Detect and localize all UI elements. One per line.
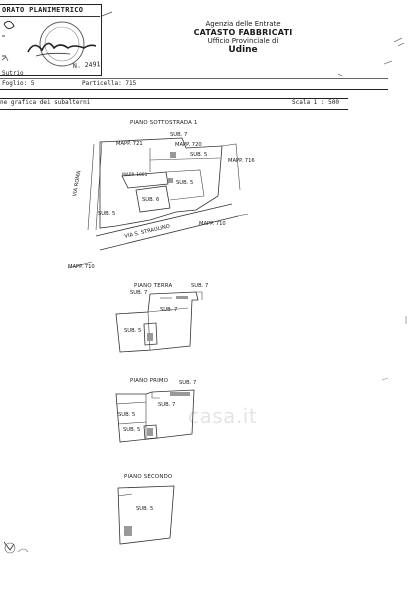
office-city: Udine xyxy=(228,45,258,56)
header-stamp-box xyxy=(0,4,102,76)
label-sub5: SUB. 5 xyxy=(190,152,208,158)
label-sub5: SUB. 5 xyxy=(124,328,142,334)
plan-title-primo: PIANO PRIMO xyxy=(130,378,169,384)
label-sub5: SUB. 5 xyxy=(136,506,154,512)
municipality: Sutrio xyxy=(2,70,24,77)
office-name: Ufficio Provinciale di xyxy=(207,37,279,46)
label-sub5: SUB. 5 xyxy=(98,211,116,217)
header-box-title: ORATO PLANIMETRICO xyxy=(2,6,84,14)
signature-stamp-graphic xyxy=(1,20,97,67)
label-mapp720: MAPP. 720 xyxy=(175,142,202,148)
header-divider xyxy=(0,16,100,17)
label-sub7: SUB. 7 xyxy=(160,307,178,313)
label-sub5: SUB. 5 xyxy=(176,180,194,186)
small-signature-mark xyxy=(3,20,15,30)
plan-title-secondo: PIANO SECONDO xyxy=(124,474,173,480)
label-mapp716: MAPP. 716 xyxy=(228,158,255,164)
label-mapp710: MAPP. 710 xyxy=(199,221,226,227)
label-sub7: SUB. 7 xyxy=(158,402,176,408)
label-sub5: SUB. 5 xyxy=(123,427,141,433)
label-mapp1061: MAPP. 1061 xyxy=(122,173,148,178)
label-mapp710: MAPP. 710 xyxy=(68,264,95,270)
plan-title-terra: PIANO TERRA xyxy=(134,283,173,289)
signature xyxy=(27,42,97,53)
section-bar: ne grafica dei subalterni Scala 1 : 500 xyxy=(0,98,348,110)
watermark: casa.it xyxy=(188,404,258,428)
label-mapp721: MAPP. 721 xyxy=(116,141,143,147)
label-sub5: SUB. 5 xyxy=(118,412,136,418)
circular-stamp xyxy=(39,21,85,67)
label-sub7: SUB. 7 xyxy=(170,132,188,138)
info-bar: Sutrio Foglio: 5 Particella: 715 xyxy=(0,70,388,90)
agency-header: Agenzia delle Entrate CATASTO FABBRICATI… xyxy=(168,20,318,56)
plan-title-sottostrada: PIANO SOTTOSTRADA 1 xyxy=(130,120,198,126)
foglio: Foglio: 5 xyxy=(2,80,35,87)
label-sub7: SUB. 7 xyxy=(130,290,148,296)
register-name: CATASTO FABBRICATI xyxy=(193,28,293,38)
scale-label: Scala 1 : 500 xyxy=(292,99,339,106)
label-sub7: SUB. 7 xyxy=(191,283,209,289)
particella: Particella: 715 xyxy=(82,80,137,87)
section-title: ne grafica dei subalterni xyxy=(0,99,91,106)
agency-name: Agenzia delle Entrate xyxy=(205,20,281,28)
label-sub6: SUB. 6 xyxy=(142,197,160,203)
label-sub7: SUB. 7 xyxy=(179,380,197,386)
